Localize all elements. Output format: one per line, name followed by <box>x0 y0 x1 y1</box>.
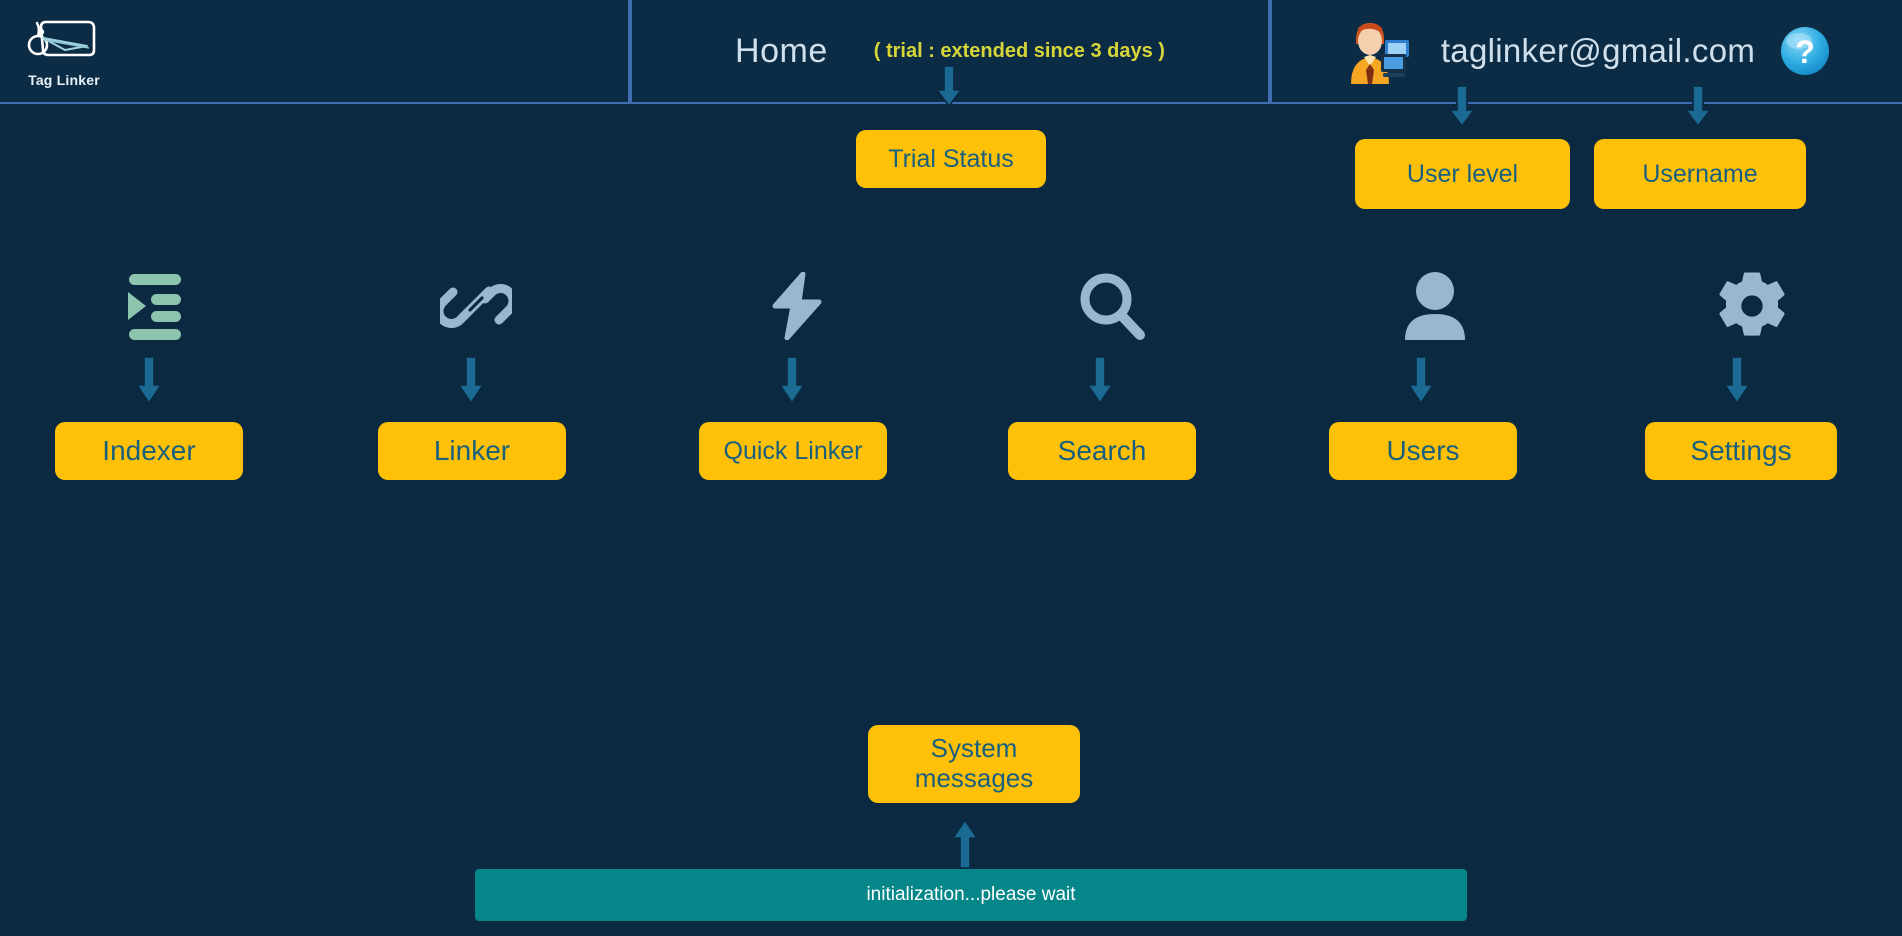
header-center-panel: Home ( trial : extended since 3 days ) <box>630 0 1270 104</box>
status-message: initialization...please wait <box>866 884 1076 905</box>
logo-label: Tag Linker <box>28 72 100 88</box>
arrow-down-trial-status <box>935 66 963 108</box>
svg-text:?: ? <box>1795 34 1815 70</box>
nav-label-linker[interactable]: Linker <box>378 422 566 480</box>
callout-username: Username <box>1594 139 1806 209</box>
app-header: Tag Linker Home ( trial : extended since… <box>0 0 1902 104</box>
lightning-bolt-icon[interactable] <box>770 272 824 340</box>
arrow-down-user-level <box>1448 86 1476 128</box>
gear-icon[interactable] <box>1717 272 1787 340</box>
nav-label-settings[interactable]: Settings <box>1645 422 1837 480</box>
person-icon[interactable] <box>1404 272 1466 340</box>
status-bar: initialization...please wait <box>475 869 1467 921</box>
user-avatar-icon <box>1350 23 1409 84</box>
arrow-down-quick-linker <box>778 357 806 405</box>
arrow-down-username <box>1684 86 1712 128</box>
header-left-panel: Tag Linker <box>0 0 630 104</box>
magnifier-icon[interactable] <box>1078 272 1146 340</box>
chain-link-icon[interactable] <box>440 272 512 340</box>
arrow-down-users <box>1407 357 1435 405</box>
arrow-down-indexer <box>135 357 163 405</box>
question-mark-icon[interactable]: ? <box>1779 25 1831 77</box>
header-right-panel: taglinker@gmail.com ? <box>1270 0 1902 104</box>
callout-trial-status: Trial Status <box>856 130 1046 188</box>
nav-label-quick-linker[interactable]: Quick Linker <box>699 422 887 480</box>
arrow-down-search <box>1086 357 1114 405</box>
nav-label-users[interactable]: Users <box>1329 422 1517 480</box>
indent-list-icon[interactable] <box>118 272 188 340</box>
tag-linker-logo-icon <box>27 20 96 57</box>
arrow-up-system-messages <box>951 818 979 868</box>
app-logo[interactable]: Tag Linker <box>18 14 110 88</box>
callout-system-messages: System messages <box>868 725 1080 803</box>
nav-label-search[interactable]: Search <box>1008 422 1196 480</box>
page-title: Home <box>735 31 828 70</box>
nav-label-indexer[interactable]: Indexer <box>55 422 243 480</box>
user-email: taglinker@gmail.com <box>1440 32 1756 69</box>
arrow-down-linker <box>457 357 485 405</box>
arrow-down-settings <box>1723 357 1751 405</box>
trial-note: ( trial : extended since 3 days ) <box>873 39 1165 62</box>
callout-user-level: User level <box>1355 139 1570 209</box>
